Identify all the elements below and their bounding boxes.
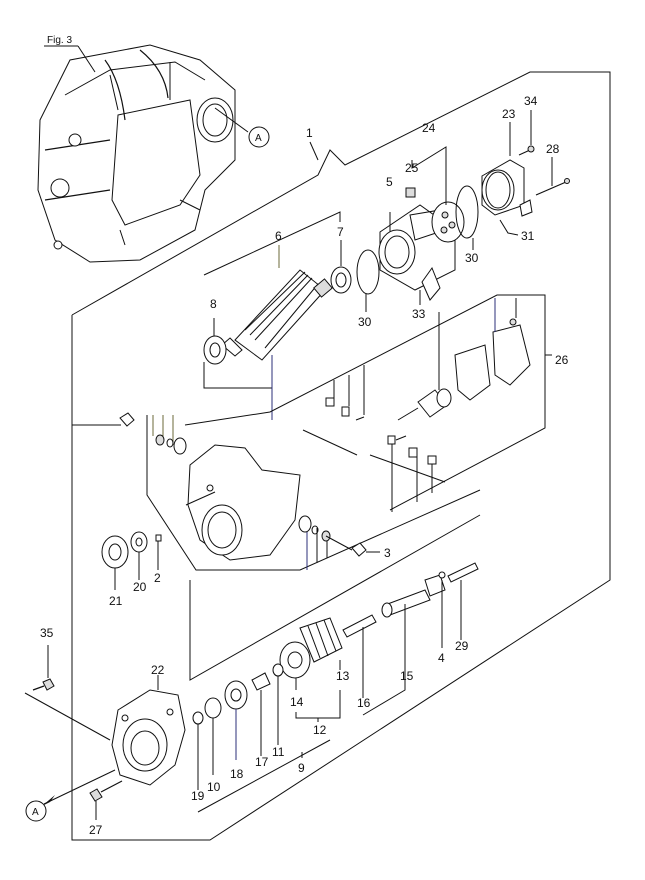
bearing-8 bbox=[203, 335, 227, 365]
ref-a-label-bottom: A bbox=[32, 807, 39, 818]
label-6: 6 bbox=[275, 229, 282, 243]
screw-34 bbox=[518, 145, 535, 156]
o-ring-30b bbox=[455, 185, 479, 239]
label-3: 3 bbox=[384, 546, 391, 560]
label-21: 21 bbox=[109, 594, 123, 608]
ref-a-arrow bbox=[42, 795, 55, 806]
bracket-26 bbox=[184, 294, 546, 511]
ref-a-circle-bottom[interactable] bbox=[25, 800, 47, 822]
brush bbox=[405, 187, 416, 198]
fig-ref-leader bbox=[77, 45, 96, 73]
pin-2 bbox=[155, 534, 162, 542]
label-8: 8 bbox=[210, 297, 217, 311]
label-9: 9 bbox=[298, 761, 305, 775]
label-5: 5 bbox=[386, 175, 393, 189]
label-30b: 30 bbox=[465, 251, 479, 265]
ring-11 bbox=[272, 663, 284, 677]
nut-3[interactable] bbox=[351, 542, 367, 557]
pinion-13 bbox=[299, 617, 343, 663]
gear-housing bbox=[185, 444, 301, 561]
gasket bbox=[454, 344, 491, 401]
shaft-15 bbox=[381, 574, 446, 618]
ref-a-label-top: A bbox=[255, 133, 262, 144]
label-24: 24 bbox=[422, 121, 436, 135]
label-29: 29 bbox=[455, 639, 469, 653]
screw-switch-cover bbox=[509, 318, 517, 326]
label-22: 22 bbox=[151, 663, 165, 677]
gear-18 bbox=[224, 680, 248, 710]
clutch-14 bbox=[279, 641, 311, 679]
nut-housing bbox=[119, 412, 135, 427]
spring-16 bbox=[342, 614, 377, 638]
label-27: 27 bbox=[89, 823, 103, 837]
lever bbox=[421, 266, 441, 301]
o-ring-small-2 bbox=[311, 525, 319, 535]
terminal-clip-2 bbox=[408, 447, 418, 458]
label-28: 28 bbox=[546, 142, 560, 156]
terminal-plate bbox=[325, 397, 335, 407]
terminal-bolt-2 bbox=[387, 435, 396, 445]
label-2: 2 bbox=[154, 571, 161, 585]
label-7: 7 bbox=[337, 225, 344, 239]
label-4: 4 bbox=[438, 651, 445, 665]
flywheel-housing bbox=[37, 44, 236, 263]
rear-cover bbox=[481, 159, 525, 216]
spring-17 bbox=[251, 672, 271, 691]
label-26: 26 bbox=[555, 353, 569, 367]
label-31: 31 bbox=[521, 229, 535, 243]
seal-1 bbox=[173, 437, 187, 455]
front-housing-22 bbox=[111, 689, 186, 786]
ref-a-leader-top bbox=[214, 107, 249, 133]
label-11: 11 bbox=[272, 745, 285, 759]
bearing-10 bbox=[204, 697, 222, 719]
snap-ring-19 bbox=[192, 711, 204, 725]
label-25: 25 bbox=[405, 161, 419, 175]
label-30a: 30 bbox=[358, 315, 372, 329]
label-18: 18 bbox=[230, 767, 244, 781]
terminal-clip bbox=[341, 406, 350, 417]
leader-1 bbox=[309, 141, 319, 161]
ref-a-circle-top[interactable] bbox=[248, 126, 270, 148]
washer-1 bbox=[155, 434, 165, 446]
assembly-outline bbox=[71, 71, 611, 841]
through-bolt-28 bbox=[535, 178, 570, 196]
collar-20 bbox=[130, 531, 148, 553]
seal-2 bbox=[298, 515, 312, 533]
grommet bbox=[519, 199, 533, 217]
bolt-35 bbox=[32, 678, 55, 691]
spring-29 bbox=[447, 562, 479, 583]
label-23: 23 bbox=[502, 107, 516, 121]
label-12: 12 bbox=[313, 723, 327, 737]
o-ring-small-1 bbox=[166, 438, 174, 448]
switch-cover bbox=[492, 324, 531, 386]
label-15: 15 bbox=[400, 669, 414, 683]
bearing-7 bbox=[330, 266, 352, 294]
brush-holder bbox=[431, 201, 465, 243]
gear-21 bbox=[101, 535, 129, 569]
label-16: 16 bbox=[357, 696, 371, 710]
ball-4 bbox=[438, 571, 446, 579]
label-35: 35 bbox=[40, 626, 54, 640]
label-34: 34 bbox=[524, 94, 538, 108]
plunger bbox=[397, 388, 452, 421]
label-20: 20 bbox=[133, 580, 147, 594]
label-33: 33 bbox=[412, 307, 426, 321]
o-ring-30a bbox=[356, 249, 380, 295]
fig-ref-label: Fig. 3 bbox=[47, 35, 72, 46]
terminal-bolt bbox=[355, 416, 365, 421]
label-10: 10 bbox=[207, 780, 221, 794]
bracket-6-7-8 bbox=[203, 211, 341, 276]
bolt-27 bbox=[89, 780, 123, 802]
terminal-nut-2 bbox=[427, 455, 437, 465]
armature bbox=[221, 269, 333, 361]
label-17: 17 bbox=[255, 755, 269, 769]
label-13: 13 bbox=[336, 669, 350, 683]
label-1: 1 bbox=[306, 126, 313, 140]
label-19: 19 bbox=[191, 789, 205, 803]
label-14: 14 bbox=[290, 695, 304, 709]
